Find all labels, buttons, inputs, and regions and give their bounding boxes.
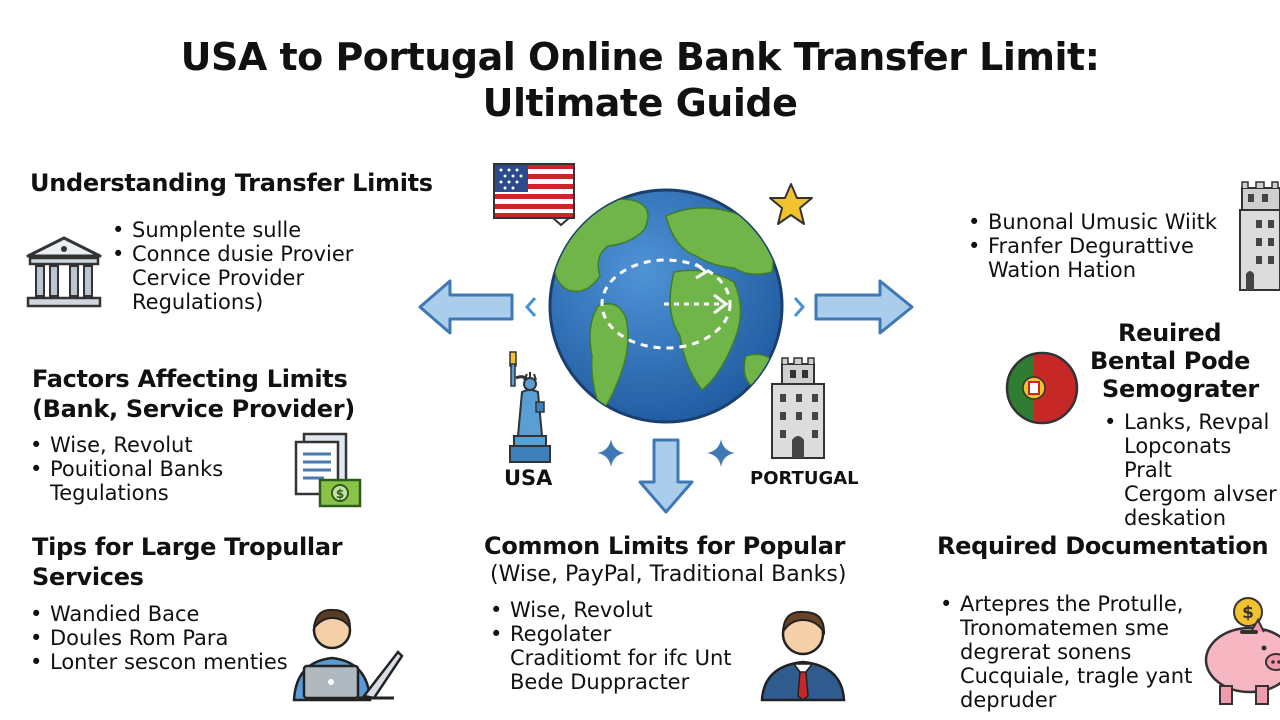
required-mid-list: Lanks, Revpal Lopconats Pralt Cergom alv… — [1102, 410, 1280, 530]
us-flag-icon — [493, 163, 575, 227]
list-item: Bede Duppracter — [510, 670, 690, 694]
required-mid-title-line-1: Reuired — [1118, 319, 1222, 347]
bank-icon — [26, 236, 102, 308]
list-item: Lonter sescon menties — [28, 650, 288, 674]
list-item: Wandied Bace — [28, 602, 288, 626]
page-title: USA to Portugal Online Bank Transfer Lim… — [0, 34, 1280, 126]
list-item: Lanks, Revpal — [1102, 410, 1280, 434]
globe-icon — [548, 188, 784, 424]
list-item: degrerat sonens — [960, 640, 1132, 664]
list-item: Doules Rom Para — [28, 626, 288, 650]
arrow-right-icon — [814, 279, 914, 335]
businessman-icon — [760, 610, 846, 702]
usa-label: USA — [504, 466, 553, 490]
tips-list: Wandied Bace Doules Rom Para Lonter sesc… — [28, 602, 288, 674]
sparkle-icon — [597, 439, 625, 467]
star-icon — [769, 183, 813, 225]
tips-title-line-2: Services — [32, 563, 144, 591]
chevron-right-icon — [793, 297, 806, 317]
svg-text:$: $ — [336, 487, 344, 501]
sparkle-icon — [707, 439, 735, 467]
factors-list: Wise, Revolut Pouitional Banks Tegulatio… — [28, 433, 223, 505]
list-item: Craditiomt for ifc Unt — [510, 646, 732, 670]
chevron-left-icon — [524, 297, 537, 317]
required-doc-list: Artepres the Protulle, Tronomatemen sme … — [938, 592, 1192, 712]
arrow-left-icon — [418, 279, 514, 335]
list-item: Wise, Revolut — [488, 598, 732, 622]
list-item: Lopconats Pralt — [1124, 434, 1232, 482]
title-line-2: Ultimate Guide — [482, 81, 798, 125]
factors-subtitle: (Bank, Service Provider) — [32, 395, 355, 423]
common-list: Wise, Revolut Regolater Craditiomt for i… — [488, 598, 732, 694]
piggy-bank-icon: $ — [1204, 597, 1280, 705]
tips-title-line-1: Tips for Large Tropullar — [32, 533, 343, 561]
required-mid-title-line-2: Bental Pode — [1090, 347, 1251, 375]
list-item: Tegulations — [50, 481, 169, 505]
belem-tower-icon — [1239, 181, 1280, 291]
svg-text:$: $ — [1242, 603, 1254, 623]
documents-money-icon: $ — [294, 432, 362, 508]
list-item: Cucquiale, tragle yant — [960, 664, 1193, 688]
portugal-flag-icon — [1005, 351, 1079, 425]
list-item: Wise, Revolut — [28, 433, 223, 457]
top-right-list: Bunonal Umusic Wiitk Franfer Degurattive… — [966, 210, 1217, 282]
statue-of-liberty-icon — [509, 351, 551, 463]
list-item: Cervice Provider — [132, 266, 305, 290]
common-subtitle: (Wise, PayPal, Traditional Banks) — [490, 562, 847, 587]
person-laptop-icon — [292, 608, 404, 702]
arrow-down-icon — [638, 438, 694, 514]
list-item: Cergom alvser — [1124, 482, 1277, 506]
factors-title: Factors Affecting Limits — [32, 365, 348, 393]
required-doc-title: Required Documentation — [937, 532, 1269, 560]
list-item: Franfer Degurattive — [966, 234, 1217, 258]
list-item: depruder — [960, 688, 1057, 712]
list-item: Pouitional Banks — [28, 457, 223, 481]
list-item: Regolater — [488, 622, 732, 646]
understanding-list: Sumplente sulle Connce dusie Provier Cer… — [110, 218, 353, 314]
list-item: Bunonal Umusic Wiitk — [966, 210, 1217, 234]
list-item: deskation — [1124, 506, 1227, 530]
belem-tower-icon — [771, 357, 825, 459]
required-mid-title-line-3: Semograter — [1102, 375, 1259, 403]
understanding-title: Understanding Transfer Limits — [30, 169, 433, 197]
list-item: Connce dusie Provier — [110, 242, 353, 266]
portugal-label: PORTUGAL — [750, 468, 859, 489]
common-title: Common Limits for Popular — [484, 532, 846, 560]
list-item: Artepres the Protulle, — [938, 592, 1192, 616]
list-item: Wation Hation — [988, 258, 1137, 282]
list-item: Sumplente sulle — [110, 218, 353, 242]
list-item: Tronomatemen sme — [960, 616, 1170, 640]
title-line-1: USA to Portugal Online Bank Transfer Lim… — [180, 35, 1100, 79]
list-item: Regulations) — [132, 290, 264, 314]
